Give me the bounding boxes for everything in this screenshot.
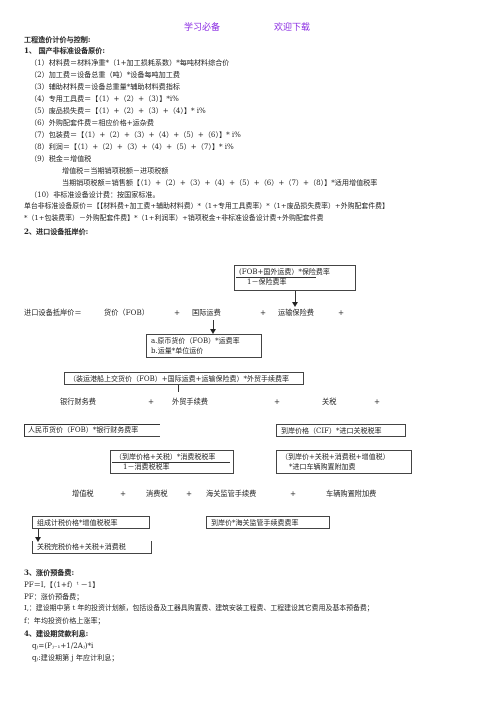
box-customs: 到岸价*海关监管手续费费率 — [206, 516, 330, 529]
term-tariff: 关税 — [322, 397, 337, 406]
connector-line — [295, 291, 296, 304]
box-freight: a.原币货价（FOB）*运费率 b.运量*单位运价 — [146, 334, 262, 358]
box-tariff: 到岸价格（CIF）*进口关税税率 — [276, 424, 406, 437]
connector-line — [178, 385, 179, 392]
s1-line-1: （1）材料费＝材料净重*（1+加工损耗系数）*每吨材料综合价 — [30, 58, 230, 67]
box-freight-a: a.原币货价（FOB）*运费率 — [151, 337, 240, 345]
term-consumption: 消费税 — [146, 489, 168, 498]
s1-line-3: （3）辅助材料费＝设备总重量*辅助材料费指标 — [30, 82, 180, 91]
box-insurance: (FOB+国外运费）*保险费率 1－保险费率 — [234, 265, 356, 291]
arrow-up-icon — [210, 329, 216, 334]
s3-formula: PF＝I,【（1+f）ᵗ －1】 — [24, 580, 100, 589]
s1-vat-line-1: 增值税＝当期销项税额－进项税额 — [62, 166, 169, 175]
s1-line-7: （7）包装费＝【（1）+（2）+（3）+（4）+（5）+（6）】* i% — [30, 130, 241, 139]
s1-line-6: （6）外购配套件费＝相应价格+运杂费 — [30, 118, 154, 127]
box-vehicle-fee: （到岸价+关税+消费税+增值税） *进口车辆购置附加费 — [276, 450, 412, 474]
s1-line-4: （4）专用工具费＝【（1）+（2）+（3）】*i% — [30, 94, 179, 103]
fraction-bar — [236, 277, 316, 278]
section4-heading: 4、建设期贷款利息: — [24, 629, 89, 638]
term-insurance: 运输保险费 — [278, 308, 314, 317]
formula-row-main: 进口设备抵岸价＝ 货价（FOB） + 国际运费 + 运输保险费 + — [24, 308, 345, 317]
s1-line-5: （5）废品损失费＝【（1）+（2）+（3）+（4）】* i% — [30, 106, 206, 115]
box-insurance-denominator: 1－保险费率 — [247, 278, 287, 286]
term-fob: 货价（FOB） — [104, 308, 149, 317]
box-consumption-numerator: （到岸价格+关税）*消费税税率 — [115, 453, 216, 461]
s1-formula-2: *（1+包装费率）－外购配套件费】*（1+利润率）+销项税金+非标准设备设计费+… — [24, 214, 324, 222]
s1-line-8: （8）利润＝【（1）+（2）+（3）+（4）+（5）+（7）】* i% — [30, 142, 234, 151]
box-consumption-denominator: 1－消费税税率 — [123, 463, 170, 471]
s1-formula-1: 单台非标准设备原价＝【【材料费+加工费+辅助材料费）*（1+专用工具费率）*（1… — [24, 202, 389, 210]
term-customs: 海关监管手续费 — [206, 489, 257, 498]
s1-vat-line-2: 当期销项税额＝销售额【（1）+（2）+（3）+（4）+（5）+（6）+（7）+（… — [62, 178, 378, 187]
arrow-down-icon — [292, 302, 298, 307]
header-left: 学习必备 — [184, 23, 221, 33]
s3-line-1: PF：涨价预备费； — [24, 592, 84, 601]
formula-row-3: 增值税 + 消费税 + 海关监管手续费 + 车辆购置附加费 — [72, 489, 377, 498]
box-composed-price: 关税完税价格+关税+消费税 — [32, 541, 152, 554]
box-insurance-numerator: (FOB+国外运费）*保险费率 — [239, 268, 330, 276]
s3-line-3: f：年均投资价格上涨率； — [24, 616, 105, 625]
box-vat: 组成计税价格*增值税税率 — [32, 516, 150, 529]
s3-line-2: I,：建设期中第 t 年的投资计划额，包括设备及工器具购置费、建筑安装工程费、工… — [24, 604, 374, 612]
page-title: 工程造价计价与控制: — [24, 35, 91, 44]
section1-heading: 1、 国产非标准设备原价: — [24, 46, 105, 55]
s1-line-10: （10）非标准设备设计费：按国家标准。 — [30, 190, 160, 199]
connector-line — [38, 529, 39, 539]
s1-line-9: （9）税金＝增值税 — [30, 154, 92, 163]
term-freight: 国际运费 — [192, 308, 221, 317]
box-bank-left — [24, 424, 25, 437]
box-bank-top — [24, 424, 160, 425]
box-consumption-tax: （到岸价格+关税）*消费税税率 1－消费税税率 — [110, 450, 234, 474]
s1-line-2: （2）加工费＝设备总重（吨）*设备每吨加工费 — [30, 70, 180, 79]
s4-line-1: qⱼ=(Pⱼ₋₁+1/2Aⱼ)*i — [32, 641, 94, 650]
box-bank-fee: 人民币货价（FOB）*银行财务费率 — [24, 424, 160, 437]
term-bank-fee: 银行财务费 — [60, 397, 96, 406]
box-freight-b: b.运量*单位运价 — [151, 347, 204, 355]
fraction-bar — [112, 462, 230, 463]
arrow-down-icon — [35, 537, 41, 542]
box-vehicle-line-1: （到岸价+关税+消费税+增值税） — [281, 453, 390, 461]
term-vehicle: 车辆购置附加费 — [326, 489, 377, 498]
formula-row-2: 银行财务费 + 外贸手续费 + 关税 + — [60, 397, 381, 406]
section2-heading: 2、进口设备抵岸价: — [24, 227, 89, 236]
connector-line — [213, 320, 214, 331]
term-foreign-trade: 外贸手续费 — [172, 397, 208, 406]
s4-line-2: qⱼ:建设期第 j 年应计利息； — [32, 653, 119, 662]
header-right: 欢迎下载 — [274, 23, 311, 33]
box-vehicle-line-2: *进口车辆购置附加费 — [289, 463, 356, 471]
box-foreign-trade-fee: （装运港船上交货价（FOB）+国际运费+运输保险费）*外贸手续费率 — [64, 372, 304, 385]
term-vat: 增值税 — [72, 489, 94, 498]
section3-heading: 3、涨价预备费: — [24, 568, 75, 577]
